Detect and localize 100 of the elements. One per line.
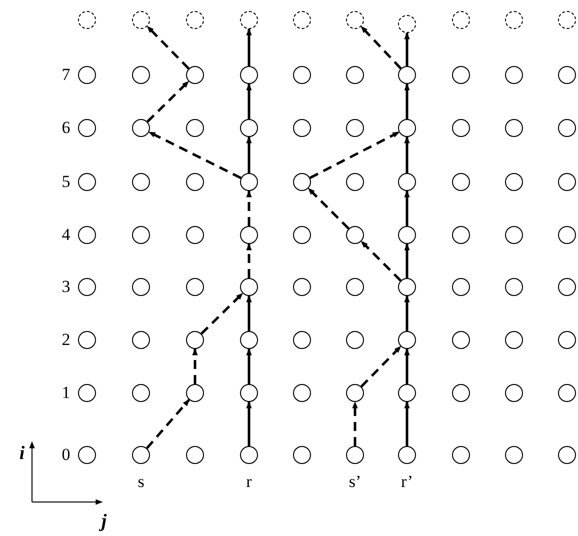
lattice-node [240, 331, 258, 349]
lattice-node [452, 66, 470, 84]
lattice-node [398, 119, 416, 137]
arrow [246, 136, 252, 173]
dashed-arrow [146, 26, 190, 70]
row-number: 1 [62, 384, 70, 402]
lattice-node [78, 119, 96, 137]
lattice-node [132, 446, 150, 464]
lattice-node [240, 384, 258, 402]
dashed-circle-node [132, 11, 150, 29]
dashed-arrow [246, 243, 252, 278]
lattice-node [186, 66, 204, 84]
dashed-arrow [146, 80, 190, 123]
lattice-node [132, 119, 150, 137]
lattice-node [452, 446, 470, 464]
lattice-node [505, 226, 523, 244]
lattice-node [132, 278, 150, 296]
row-number: 3 [62, 278, 70, 296]
lattice-node [346, 66, 364, 84]
dashed-arrow [307, 187, 350, 230]
lattice-node [186, 226, 204, 244]
lattice-node [452, 278, 470, 296]
dashed-arrow [200, 292, 244, 335]
dashed-circle-node [78, 11, 96, 29]
lattice-node [240, 226, 258, 244]
axis-label: j [101, 513, 107, 531]
lattice-node [78, 331, 96, 349]
arrow [404, 348, 410, 384]
dashed-circle-node [293, 11, 311, 29]
lattice-node [452, 119, 470, 137]
lattice-node [558, 66, 576, 84]
lattice-node [558, 331, 576, 349]
lattice-node [346, 173, 364, 191]
lattice-node [78, 173, 96, 191]
dashed-circle-node [505, 11, 523, 29]
dashed-arrow [192, 348, 198, 384]
dashed-arrow [146, 398, 190, 450]
arrow [246, 295, 252, 331]
arrow [246, 28, 252, 66]
lattice-node [505, 119, 523, 137]
lattice-node [132, 66, 150, 84]
lattice-node [558, 119, 576, 137]
arrow [404, 190, 410, 226]
dashed-circle-node [186, 11, 204, 29]
lattice-node [186, 331, 204, 349]
lattice-node [240, 446, 258, 464]
lattice-node [186, 278, 204, 296]
lattice-node [293, 226, 311, 244]
lattice-node [346, 446, 364, 464]
axis-label: i [19, 445, 25, 463]
column-label: r [246, 473, 252, 491]
row-number: 2 [62, 331, 70, 349]
arrow [404, 83, 410, 119]
lattice-node [132, 173, 150, 191]
column-label: s’ [348, 473, 362, 491]
lattice-node [346, 331, 364, 349]
row-number: 6 [62, 119, 70, 137]
lattice-node [398, 173, 416, 191]
dashed-arrow [246, 190, 252, 226]
lattice-node [78, 226, 96, 244]
lattice-node [398, 331, 416, 349]
arrow [404, 32, 410, 66]
row-number: 4 [62, 226, 70, 244]
lattice-node [186, 384, 204, 402]
dashed-arrow [360, 240, 402, 282]
lattice-node [293, 66, 311, 84]
lattice-node [186, 173, 204, 191]
arrow [404, 295, 410, 331]
lattice-node [186, 446, 204, 464]
dashed-circle-node [558, 11, 576, 29]
lattice-node [78, 446, 96, 464]
dashed-circle-node [346, 11, 364, 29]
dashed-arrow [309, 131, 400, 179]
lattice-node [505, 446, 523, 464]
lattice-node [346, 119, 364, 137]
lattice-node [240, 278, 258, 296]
lattice-node [452, 173, 470, 191]
lattice-node [558, 226, 576, 244]
lattice-node [240, 119, 258, 137]
arrow [404, 243, 410, 278]
lattice-node [505, 384, 523, 402]
arrow [404, 401, 410, 446]
lattice-node [346, 226, 364, 244]
arrow [404, 136, 410, 173]
lattice-node [558, 384, 576, 402]
dashed-circle-node [452, 11, 470, 29]
lattice-node [78, 278, 96, 296]
arrow [246, 401, 252, 446]
lattice-node [505, 66, 523, 84]
lattice-node [78, 66, 96, 84]
lattice-node [558, 173, 576, 191]
dashed-circle-node [398, 15, 416, 33]
lattice-node [452, 384, 470, 402]
lattice-node [452, 226, 470, 244]
arrow [246, 83, 252, 119]
lattice-node [293, 331, 311, 349]
lattice-node [398, 384, 416, 402]
lattice-node [240, 173, 258, 191]
dashed-circle-node [240, 11, 258, 29]
lattice-node [505, 173, 523, 191]
